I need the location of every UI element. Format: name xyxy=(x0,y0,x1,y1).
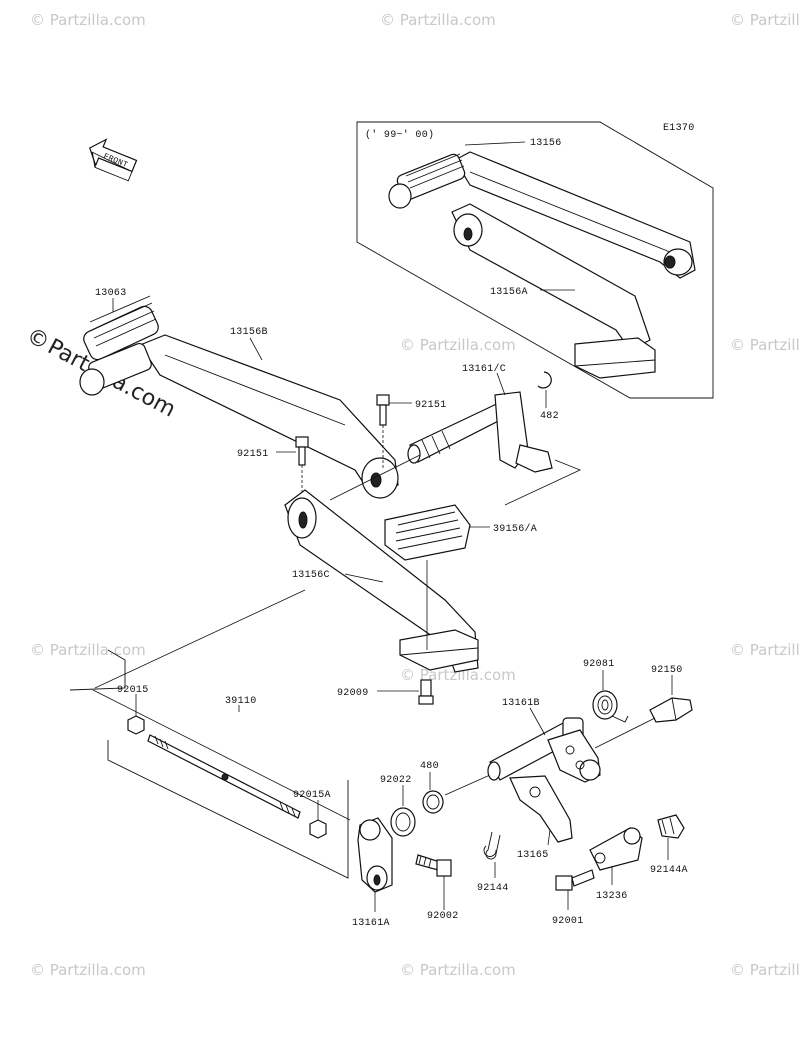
part-label-13161B: 13161B xyxy=(502,698,540,709)
part-label-92001: 92001 xyxy=(552,916,584,927)
diagram-code: E1370 xyxy=(663,123,695,134)
washer-92022: 92022 xyxy=(380,775,416,837)
shift-plate-13165: 13165 xyxy=(509,775,573,861)
part-label-13156C: 13156C xyxy=(292,570,330,581)
brake-pedal-13156C: 13156C xyxy=(94,489,479,689)
watermark: © Partzilla.com xyxy=(730,11,800,29)
part-label-92015: 92015 xyxy=(117,685,149,696)
part-label-92081: 92081 xyxy=(583,659,615,670)
nut-92015: 92015 xyxy=(117,685,149,735)
bolt-92001: 92001 xyxy=(552,869,595,927)
shift-shaft-13161C: 13161/C xyxy=(407,363,553,473)
part-label-13156: 13156 xyxy=(530,138,562,149)
part-label-92015A: 92015A xyxy=(293,790,331,801)
part-label-92151-upper: 92151 xyxy=(415,400,447,411)
guide-lines xyxy=(329,454,582,506)
circlip-480: 480 xyxy=(420,761,491,814)
bolt-92151-lower: 92151 xyxy=(237,436,309,493)
shift-shaft-13161B: 13161B xyxy=(487,698,601,783)
nut-92015A: 92015A xyxy=(293,790,331,839)
pedal-pad-39156A: 39156/A xyxy=(384,504,537,650)
tie-rod-39110: 39110 xyxy=(147,696,301,819)
watermark: © Partzilla.com xyxy=(730,336,800,354)
variant-box: (' 99~' 00) 13156 13156A xyxy=(356,121,714,399)
bolt-92009: 92009 xyxy=(337,679,434,705)
watermark: © Partzilla.com xyxy=(400,336,516,354)
part-label-13236: 13236 xyxy=(596,891,628,902)
year-range-label: (' 99~' 00) xyxy=(365,129,434,141)
pin-92150: 92150 xyxy=(594,665,693,749)
clip-92144A: 92144A xyxy=(650,814,688,876)
watermark: © Partzilla.com xyxy=(30,11,146,29)
part-label-39156A: 39156/A xyxy=(493,523,537,535)
spring-92144: 92144 xyxy=(477,831,509,894)
watermark: © Partzilla.com xyxy=(400,961,516,979)
part-label-92150: 92150 xyxy=(651,665,683,676)
circlip-482: 482 xyxy=(537,371,559,422)
foot-peg-13063: 13063 xyxy=(83,288,159,361)
part-label-92144A: 92144A xyxy=(650,865,688,876)
shift-arm-13236: 13236 xyxy=(589,827,643,902)
part-label-92002: 92002 xyxy=(427,911,459,922)
front-direction-arrow: FRONT xyxy=(89,138,138,182)
shift-pedal-13156A xyxy=(451,203,656,379)
spring-92081: 92081 xyxy=(583,659,629,723)
part-label-92144: 92144 xyxy=(477,883,509,894)
part-label-13161A: 13161A xyxy=(352,918,390,929)
part-label-92022: 92022 xyxy=(380,775,412,786)
watermark: © Partzilla.com xyxy=(30,641,146,659)
part-label-13063: 13063 xyxy=(95,288,127,299)
shift-pedal-13156 xyxy=(388,151,696,279)
watermark-layer: © Partzilla.com © Partzilla.com © Partzi… xyxy=(30,11,800,979)
watermark: © Partzilla.com xyxy=(30,961,146,979)
bolt-92002: 92002 xyxy=(415,854,459,922)
bolt-92151-upper: 92151 xyxy=(376,394,447,470)
watermark: © Partzilla.com xyxy=(380,11,496,29)
watermark: © Partzilla.com xyxy=(730,961,800,979)
shift-pedal-13156B: 13156B xyxy=(79,327,399,499)
part-label-480: 480 xyxy=(420,761,439,772)
part-label-13156A: 13156A xyxy=(490,287,528,298)
part-label-13161C: 13161/C xyxy=(462,363,506,375)
part-label-13165: 13165 xyxy=(517,850,549,861)
shift-arm-13161A: 13161A xyxy=(352,817,393,929)
part-label-13156B: 13156B xyxy=(230,327,268,338)
linkage-box xyxy=(69,649,351,879)
part-label-482: 482 xyxy=(540,411,559,422)
part-label-92009: 92009 xyxy=(337,688,369,699)
part-label-39110: 39110 xyxy=(225,696,257,707)
part-label-92151-lower: 92151 xyxy=(237,449,269,460)
watermark: © Partzilla.com xyxy=(730,641,800,659)
